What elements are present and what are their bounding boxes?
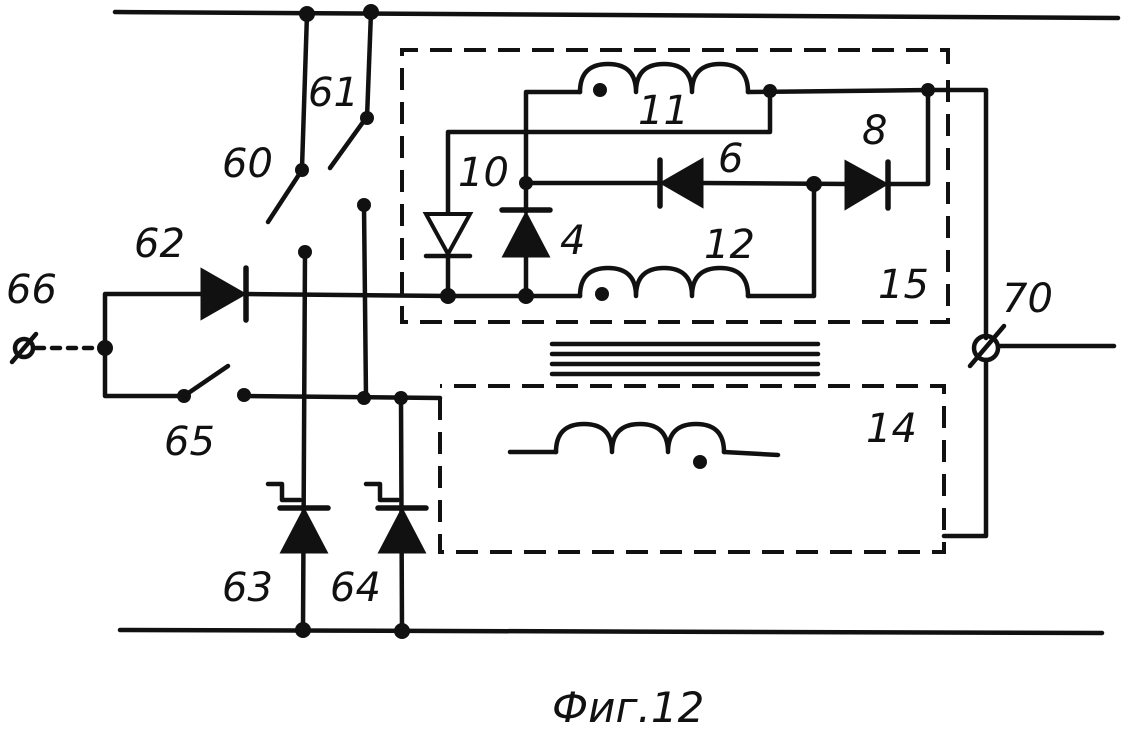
terminal-66-slash — [9, 331, 39, 365]
transformer-core — [549, 341, 821, 377]
coil-12-dot — [595, 287, 609, 301]
label-15: 15 — [878, 262, 929, 308]
coil-14 — [553, 421, 727, 455]
node — [363, 4, 379, 20]
label-64: 64 — [330, 565, 381, 611]
input-section — [9, 265, 453, 405]
wire-coil-14-out — [721, 449, 781, 458]
switch-65-blade — [181, 363, 231, 399]
block-14 — [438, 384, 946, 554]
wire-to-terminal-70 — [925, 87, 989, 341]
label-61: 61 — [308, 70, 359, 116]
diode-10 — [422, 212, 474, 259]
coil-11 — [577, 61, 751, 95]
terminal-66 — [12, 336, 36, 360]
coil-11-dot — [593, 83, 607, 97]
wire-coil-11-out — [745, 87, 933, 95]
label-62: 62 — [134, 221, 185, 267]
wire-60-63 — [300, 249, 308, 633]
thyristor-64-gate — [363, 481, 401, 503]
label-10: 10 — [458, 150, 509, 196]
output-section — [925, 87, 1117, 539]
node — [357, 391, 371, 405]
label-14: 14 — [866, 406, 917, 452]
label-6: 6 — [718, 136, 743, 182]
block-15-border — [400, 48, 950, 324]
thyristor-63-gate — [265, 481, 303, 503]
node — [295, 622, 311, 638]
thyristor-63 — [279, 506, 329, 554]
label-70: 70 — [1002, 276, 1053, 322]
label-11: 11 — [638, 88, 689, 134]
label-4: 4 — [560, 218, 585, 264]
wire-diode-8-out — [885, 87, 931, 187]
bottom-rail — [117, 627, 1105, 636]
diode-8 — [844, 159, 890, 211]
wire-to-diode-10 — [445, 88, 773, 217]
label-8: 8 — [862, 108, 887, 154]
wire-coil-11-in — [523, 89, 583, 185]
wire-61 — [361, 202, 369, 401]
coil-14-dot — [693, 455, 707, 469]
thyristors — [265, 481, 429, 639]
label-12: 12 — [704, 222, 755, 268]
diode-6 — [658, 157, 704, 209]
switch-60-wire — [299, 11, 310, 171]
labels: 60 61 62 63 64 65 66 70 4 6 8 10 11 12 1… — [6, 70, 1053, 611]
diode-62 — [200, 267, 248, 321]
wire-65-out — [241, 393, 443, 401]
node — [360, 111, 374, 125]
wire-diode-6-right — [699, 180, 851, 187]
top-rail — [112, 9, 1121, 21]
wire-62-out — [243, 291, 453, 299]
wire-terminal-70-to-14 — [941, 357, 989, 539]
wire-to-65 — [102, 345, 185, 399]
label-60: 60 — [222, 141, 273, 187]
coil-12 — [577, 265, 751, 299]
switch-60-blade — [265, 167, 305, 225]
node — [295, 163, 309, 177]
wire-to-62 — [102, 291, 203, 351]
switch-61-blade — [327, 115, 369, 171]
rails — [112, 9, 1121, 636]
block-15 — [400, 48, 950, 324]
switch-61-wire — [364, 9, 374, 121]
label-66: 66 — [6, 267, 57, 313]
node — [394, 391, 408, 405]
label-63: 63 — [222, 565, 273, 611]
label-65: 65 — [164, 419, 215, 465]
node — [394, 623, 410, 639]
terminal-70-slash — [967, 323, 1007, 369]
thyristor-64 — [377, 506, 427, 554]
wire-coil-12-out — [745, 181, 817, 299]
diode-4 — [501, 210, 551, 258]
block-14-border — [438, 384, 946, 554]
figure-caption: Фиг.12 — [552, 683, 704, 732]
node — [299, 6, 315, 22]
